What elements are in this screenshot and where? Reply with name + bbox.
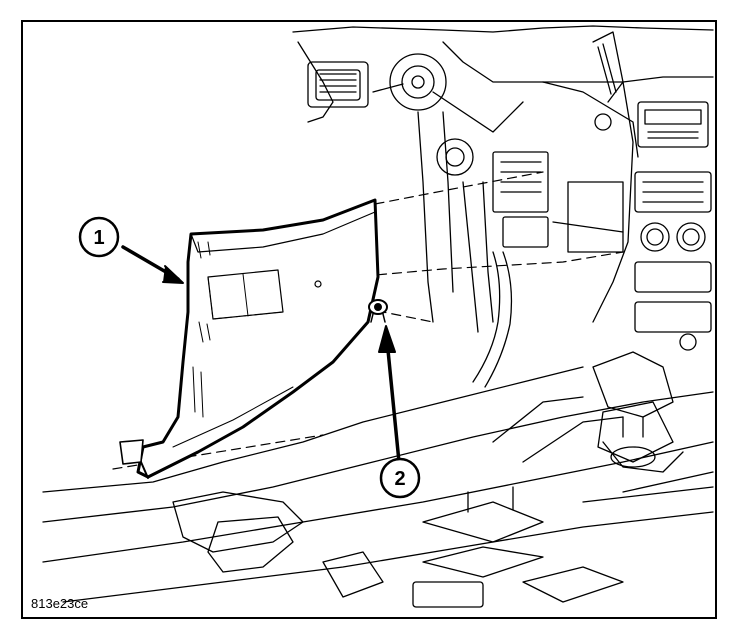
cowl-trim-panel [119, 198, 380, 479]
line-drawing: 1 2 [42, 25, 714, 608]
callout-label-1: 1 [93, 227, 104, 249]
callout-label-2: 2 [394, 468, 405, 490]
callout-circle-1 [78, 216, 120, 258]
instrument-panel [292, 25, 714, 388]
leader-arrows [121, 245, 401, 464]
floor-pan [42, 351, 714, 608]
diagram-frame: 1 2 813e23ce [21, 20, 717, 619]
figure-id: 813e23ce [31, 596, 89, 611]
push-pin-clip [368, 299, 388, 323]
leader-arrow-2 [385, 338, 401, 464]
callout-circle-2 [379, 457, 421, 499]
callout-circles: 1 2 [78, 216, 421, 499]
